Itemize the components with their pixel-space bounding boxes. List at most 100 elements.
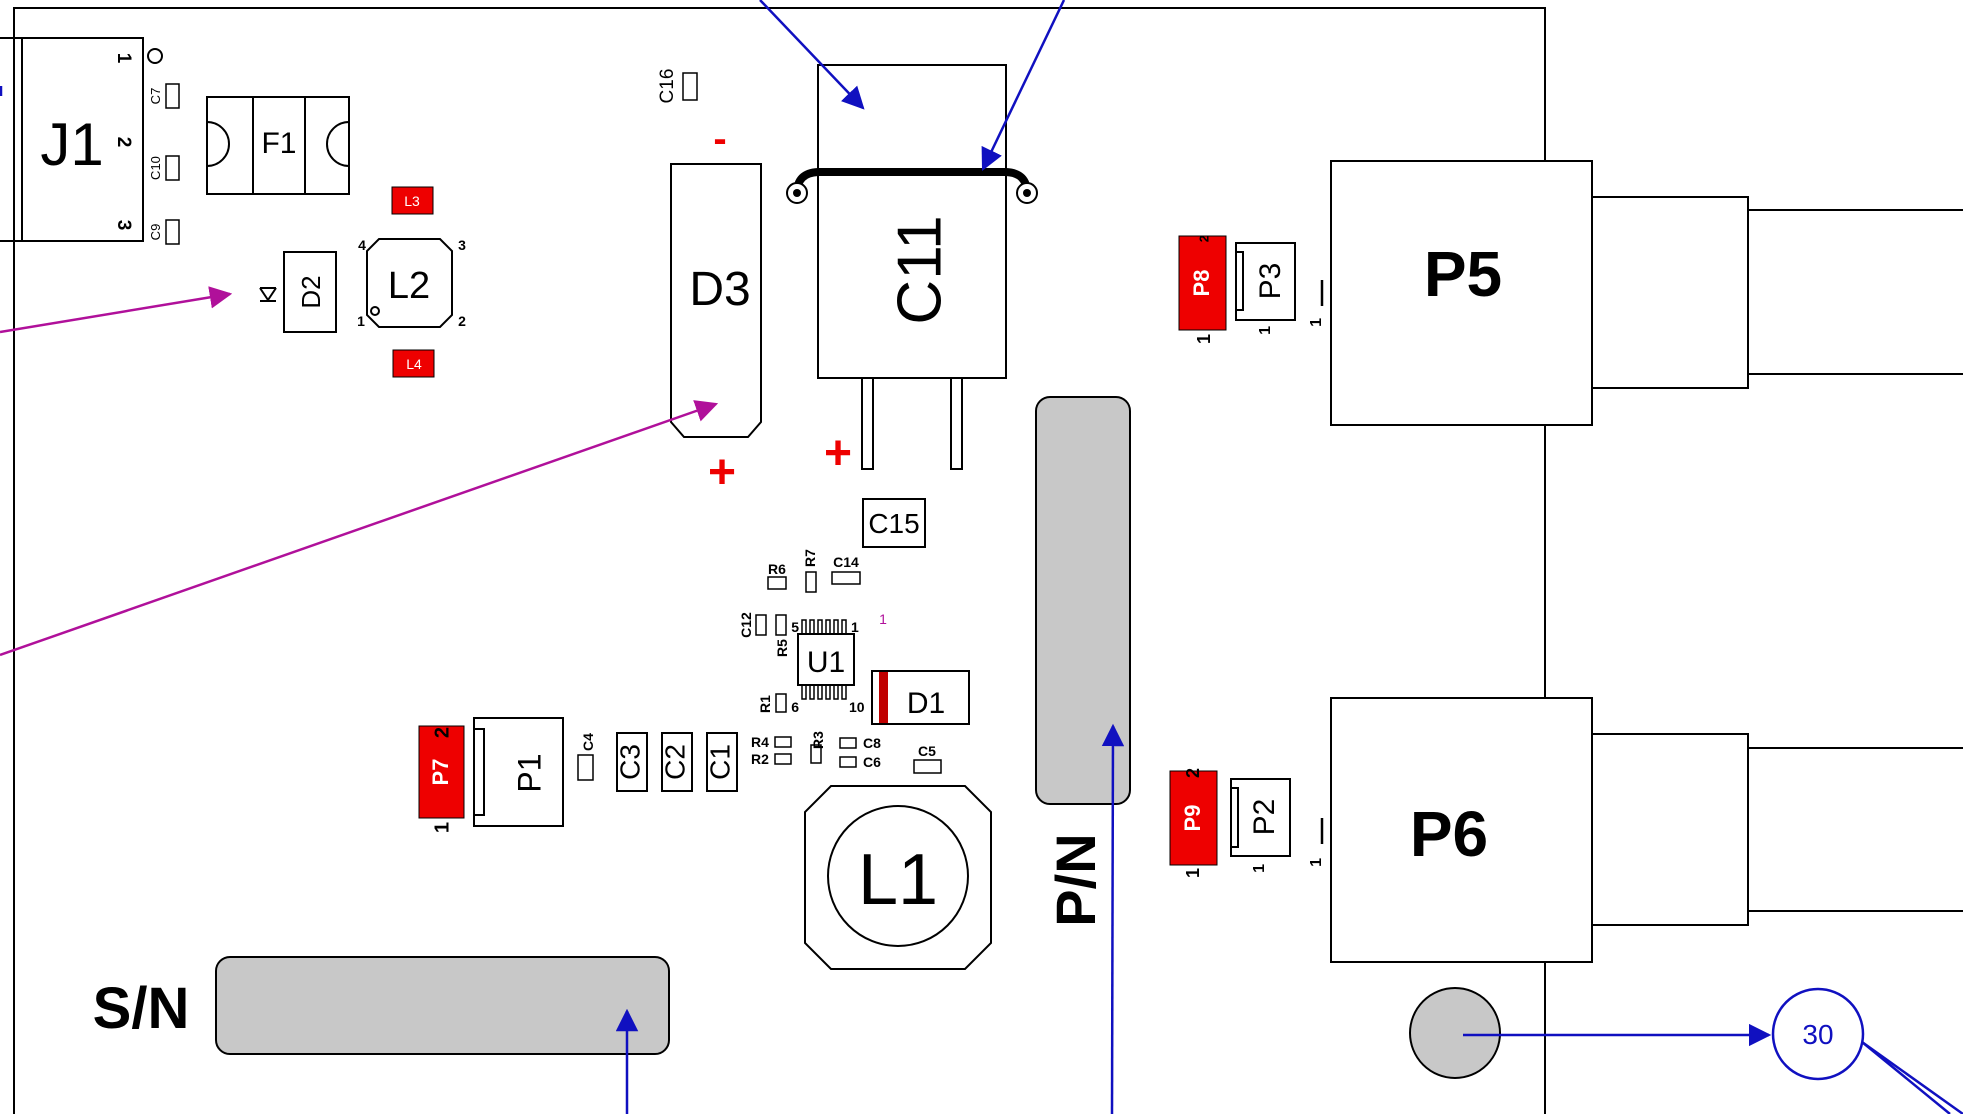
svg-text:C4: C4 [580,733,596,751]
svg-text:P/N: P/N [1044,833,1107,926]
c12-capacitor: C12 [738,612,767,638]
c15-capacitor: C15 [862,498,926,548]
svg-text:C12: C12 [738,612,754,638]
svg-text:2: 2 [113,137,134,148]
d1-diode: D1 [871,670,970,725]
svg-text:R2: R2 [751,751,769,767]
c9-capacitor: C9 [148,219,180,245]
svg-text:R7: R7 [802,549,818,567]
p9-marker: P9 2 1 [1169,768,1218,878]
svg-text:1: 1 [1257,326,1274,335]
c8-capacitor: C8 [839,735,881,751]
svg-text:C7: C7 [148,88,163,105]
l1-inductor: L1 [804,785,992,970]
svg-text:L1: L1 [858,840,938,920]
svg-text:1: 1 [1194,334,1214,344]
svg-text:2: 2 [431,727,453,738]
svg-text:P5: P5 [1424,238,1502,310]
p6-connector: P6 1 [1308,697,1963,963]
svg-text:1: 1 [879,611,887,627]
f1-fuse: F1 [206,96,350,195]
svg-text:J1: J1 [40,111,103,178]
mounting-hole [1409,987,1501,1079]
c1-capacitor: C1 [704,732,738,792]
svg-text:C2: C2 [659,744,690,780]
svg-text:P2: P2 [1248,799,1281,836]
svg-text:U1: U1 [807,646,845,679]
balloon-tail-a [1861,1040,1963,1116]
p7-marker: P7 2 1 [418,725,465,833]
svg-text:P7: P7 [428,759,453,786]
u1-ic: U1 5 1 6 10 1 [791,611,887,715]
c10-capacitor: C10 [148,155,180,181]
balloon-tail-b [1861,1041,1951,1115]
c2-capacitor: C2 [659,732,693,792]
svg-text:2: 2 [1196,235,1211,242]
svg-text:L3: L3 [404,193,420,209]
svg-text:P1: P1 [511,753,547,792]
svg-text:C10: C10 [148,156,163,180]
svg-text:C5: C5 [918,743,936,759]
r2-resistor: R2 [751,751,792,767]
svg-text:R6: R6 [768,561,786,577]
c16-capacitor: C16 [657,69,698,104]
svg-text:C3: C3 [614,744,645,780]
svg-text:C16: C16 [657,69,678,104]
svg-text:P6: P6 [1410,798,1488,870]
c6-capacitor: C6 [839,754,881,770]
svg-text:R5: R5 [774,639,790,657]
svg-text:3: 3 [113,220,134,231]
svg-text:3: 3 [458,237,466,253]
svg-text:D3: D3 [689,263,750,316]
r3-resistor: R3 [810,731,826,764]
svg-text:1: 1 [113,53,134,64]
board-outline [13,7,1546,1114]
svg-text:1: 1 [1183,868,1203,878]
c14-capacitor: C14 [831,554,861,585]
c3-capacitor: C3 [614,732,648,792]
svg-text:2: 2 [458,313,466,329]
balloon-30: 30 [1771,987,1865,1081]
svg-text:C14: C14 [833,554,859,570]
svg-text:C11: C11 [885,215,954,324]
leader-pn-area [1101,723,1125,1115]
leader-c11-body [759,0,865,110]
l2-inductor: L2 4 3 1 2 [357,237,466,329]
p1-connector: P1 [473,717,564,827]
svg-text:P3: P3 [1254,263,1287,300]
sn-label-area: S/N [93,956,670,1055]
svg-text:C1: C1 [704,744,735,780]
r5-resistor: R5 [774,614,790,657]
p8-marker: P8 2 1 [1178,235,1227,344]
pn-label-area: P/N [1035,396,1131,927]
svg-text:C9: C9 [148,224,163,241]
svg-text:F1: F1 [261,127,296,160]
svg-text:10: 10 [849,699,865,715]
c4-capacitor: C4 [577,733,596,781]
c7-capacitor: C7 [148,83,180,109]
p3-connector: P3 1 [1235,242,1296,335]
l4-marker: L4 [392,349,435,378]
leader-d2 [0,286,233,334]
svg-text:+: + [708,446,736,499]
svg-text:+: + [824,427,852,480]
r1-resistor: R1 [757,693,787,713]
svg-text:30: 30 [1802,1019,1833,1050]
svg-text:1: 1 [851,619,859,635]
leader-d3 [0,400,719,657]
svg-text:S/N: S/N [93,976,190,1041]
svg-text:2: 2 [1183,768,1203,778]
d2-diode: D2 [259,251,337,333]
svg-text:1: 1 [431,822,453,833]
d3-diode: D3 - + [670,117,762,499]
svg-text:1: 1 [1308,318,1325,327]
svg-text:5: 5 [791,619,799,635]
svg-text:1: 1 [1251,864,1268,873]
svg-text:R3: R3 [810,731,826,749]
r7-resistor: R7 [802,549,818,593]
svg-text:D2: D2 [296,275,326,308]
svg-text:P8: P8 [1189,270,1214,297]
svg-text:4: 4 [358,237,366,253]
r6-resistor: R6 [767,561,787,590]
